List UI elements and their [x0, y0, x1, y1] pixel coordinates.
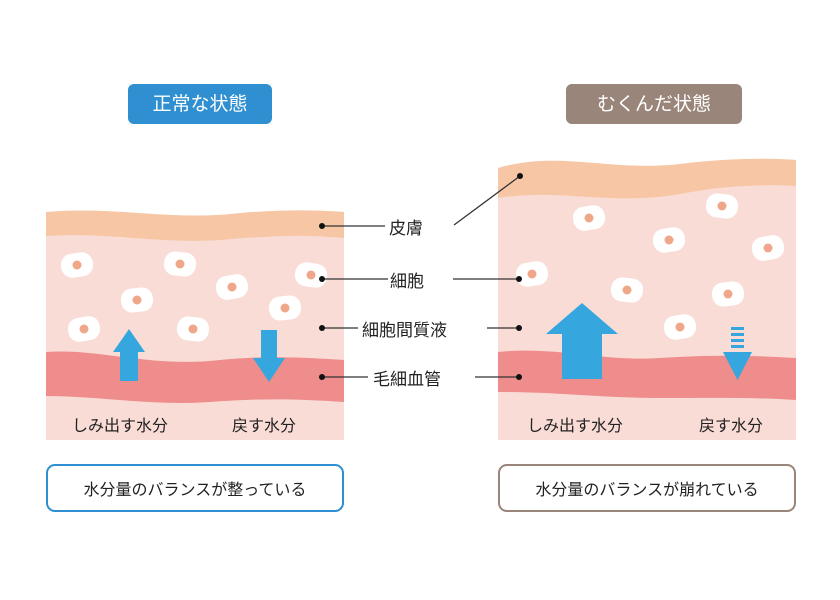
- cell-icon: [515, 261, 549, 287]
- left-return-label: 戻す水分: [232, 416, 297, 435]
- left-outflow-label: しみ出す水分: [72, 416, 169, 435]
- cell-icon: [663, 314, 697, 340]
- cell-icon: [268, 295, 302, 321]
- cell-icon: [163, 251, 197, 277]
- cell-icon: [176, 316, 210, 342]
- right-cells: [515, 193, 785, 340]
- right-tissue-panel: [498, 158, 796, 440]
- right-tissue: [498, 170, 796, 440]
- right-return-arrow-icon: [723, 327, 752, 380]
- left-return-arrow-icon: [253, 330, 285, 382]
- cell-icon: [67, 316, 101, 342]
- cell-icon: [60, 252, 94, 278]
- normal-state-title: 正常な状態: [128, 84, 272, 124]
- right-return-label: 戻す水分: [699, 416, 764, 435]
- left-skin-layer: [46, 210, 344, 241]
- left-tissue-panel: [46, 210, 344, 440]
- cell-icon: [705, 193, 739, 219]
- cell-icon: [652, 227, 686, 253]
- cell-icon: [120, 287, 154, 313]
- cell-icon: [572, 205, 606, 231]
- swollen-summary-box: 水分量のバランスが崩れている: [498, 464, 796, 512]
- left-outflow-arrow-icon: [113, 329, 145, 381]
- cell-icon: [711, 281, 745, 307]
- right-outflow-label: しみ出す水分: [527, 416, 624, 435]
- cell-icon: [751, 235, 785, 261]
- right-outflow-arrow-icon: [546, 303, 618, 379]
- cell-icon: [215, 274, 249, 300]
- label-interstitial-fluid: 細胞間質液: [362, 321, 447, 341]
- label-cell: 細胞: [390, 272, 424, 292]
- swollen-state-title: むくんだ状態: [566, 84, 742, 124]
- left-cells: [60, 251, 328, 342]
- label-capillary: 毛細血管: [373, 370, 441, 390]
- right-skin-layer: [498, 158, 796, 199]
- leader-lines: [319, 173, 523, 380]
- cell-icon: [610, 277, 644, 303]
- cell-icon: [294, 262, 328, 288]
- normal-summary-box: 水分量のバランスが整っている: [46, 464, 344, 512]
- label-skin: 皮膚: [389, 219, 423, 239]
